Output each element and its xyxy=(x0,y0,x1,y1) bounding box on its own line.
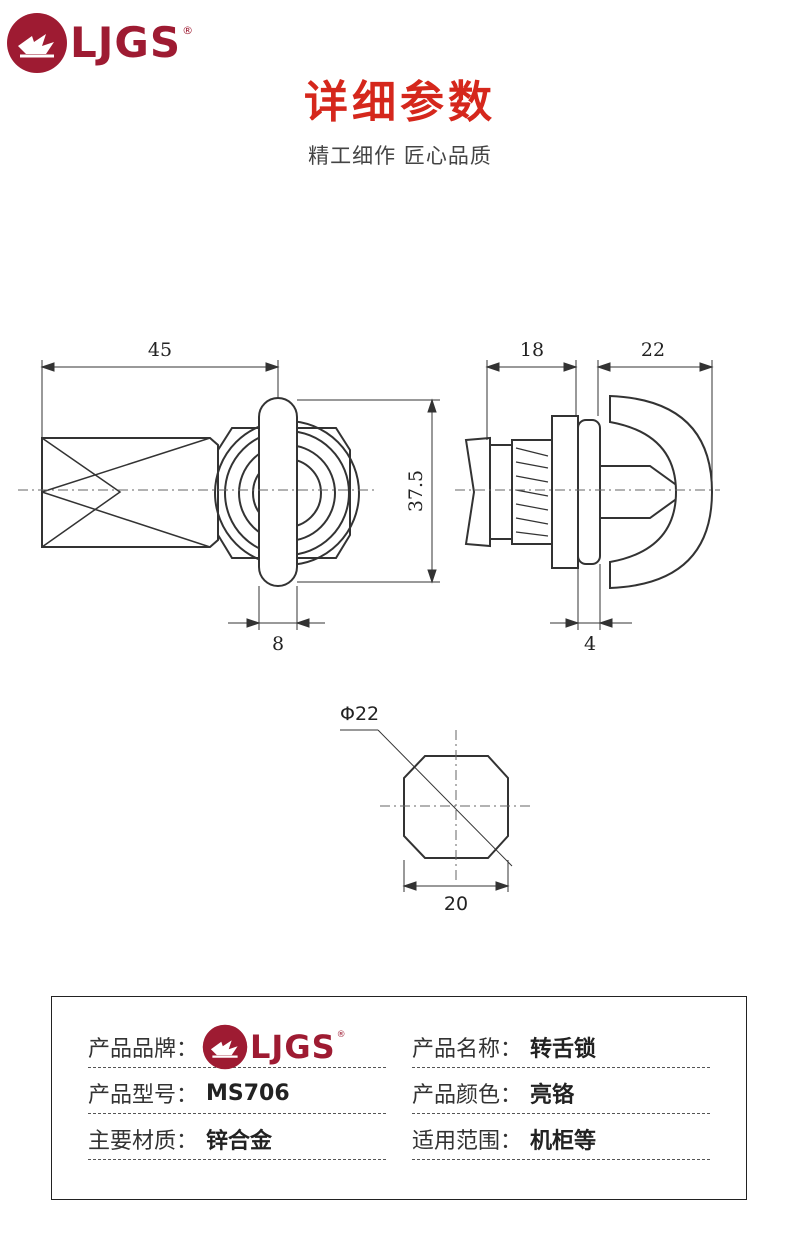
spec-material: 主要材质： 锌合金 xyxy=(88,1119,386,1160)
dim-side-tongue: 22 xyxy=(641,339,665,361)
spec-value: MS706 xyxy=(206,1080,290,1106)
spec-product-name: 产品名称： 转舌锁 xyxy=(412,1027,710,1068)
registered-mark: ® xyxy=(336,1030,346,1040)
spec-label: 产品名称： xyxy=(412,1037,523,1062)
dim-side-thickness: 4 xyxy=(584,633,596,655)
page-title: 详细参数 xyxy=(304,77,496,128)
spec-value: 机柜等 xyxy=(530,1129,597,1154)
dim-end-width: 20 xyxy=(444,893,468,915)
brand-name: LJGS xyxy=(250,1028,336,1066)
spec-label: 适用范围： xyxy=(412,1129,523,1154)
spec-usage: 适用范围： 机柜等 xyxy=(412,1119,710,1160)
spec-color: 产品颜色： 亮铬 xyxy=(412,1073,710,1114)
spec-label: 产品型号： xyxy=(88,1083,199,1108)
brand-logo-small: LJGS ® xyxy=(202,1024,346,1070)
technical-drawing: 45 37.5 8 18 22 4 Φ22 20 xyxy=(18,339,720,915)
side-view xyxy=(464,394,714,590)
dim-front-height: 37.5 xyxy=(405,470,427,512)
spec-table: 产品品牌： LJGS ® 产品名称： 转舌锁 产品型号： MS706 产品颜色：… xyxy=(51,996,747,1200)
brand-name: LJGS xyxy=(70,18,182,67)
spec-value: 锌合金 xyxy=(206,1129,273,1154)
dim-side-body: 18 xyxy=(520,339,544,361)
front-view xyxy=(41,397,360,587)
spec-label: 产品品牌： xyxy=(88,1037,199,1062)
brand-mark-icon xyxy=(7,13,67,73)
spec-value: 亮铬 xyxy=(530,1083,575,1108)
spec-label: 产品颜色： xyxy=(412,1083,523,1108)
dim-front-width: 45 xyxy=(148,339,172,361)
brand-mark-icon xyxy=(202,1024,248,1070)
brand-logo: LJGS ® xyxy=(6,12,193,74)
spec-model: 产品型号： MS706 xyxy=(88,1073,386,1114)
spec-label: 主要材质： xyxy=(88,1129,199,1154)
dim-handle-width: 8 xyxy=(272,633,284,655)
page-subtitle: 精工细作 匠心品质 xyxy=(308,144,492,168)
registered-mark: ® xyxy=(182,24,194,37)
end-view xyxy=(403,755,509,859)
spec-value: 转舌锁 xyxy=(530,1037,597,1062)
dim-end-diameter: Φ22 xyxy=(340,703,379,725)
spec-brand: 产品品牌： LJGS ® xyxy=(88,1024,386,1070)
